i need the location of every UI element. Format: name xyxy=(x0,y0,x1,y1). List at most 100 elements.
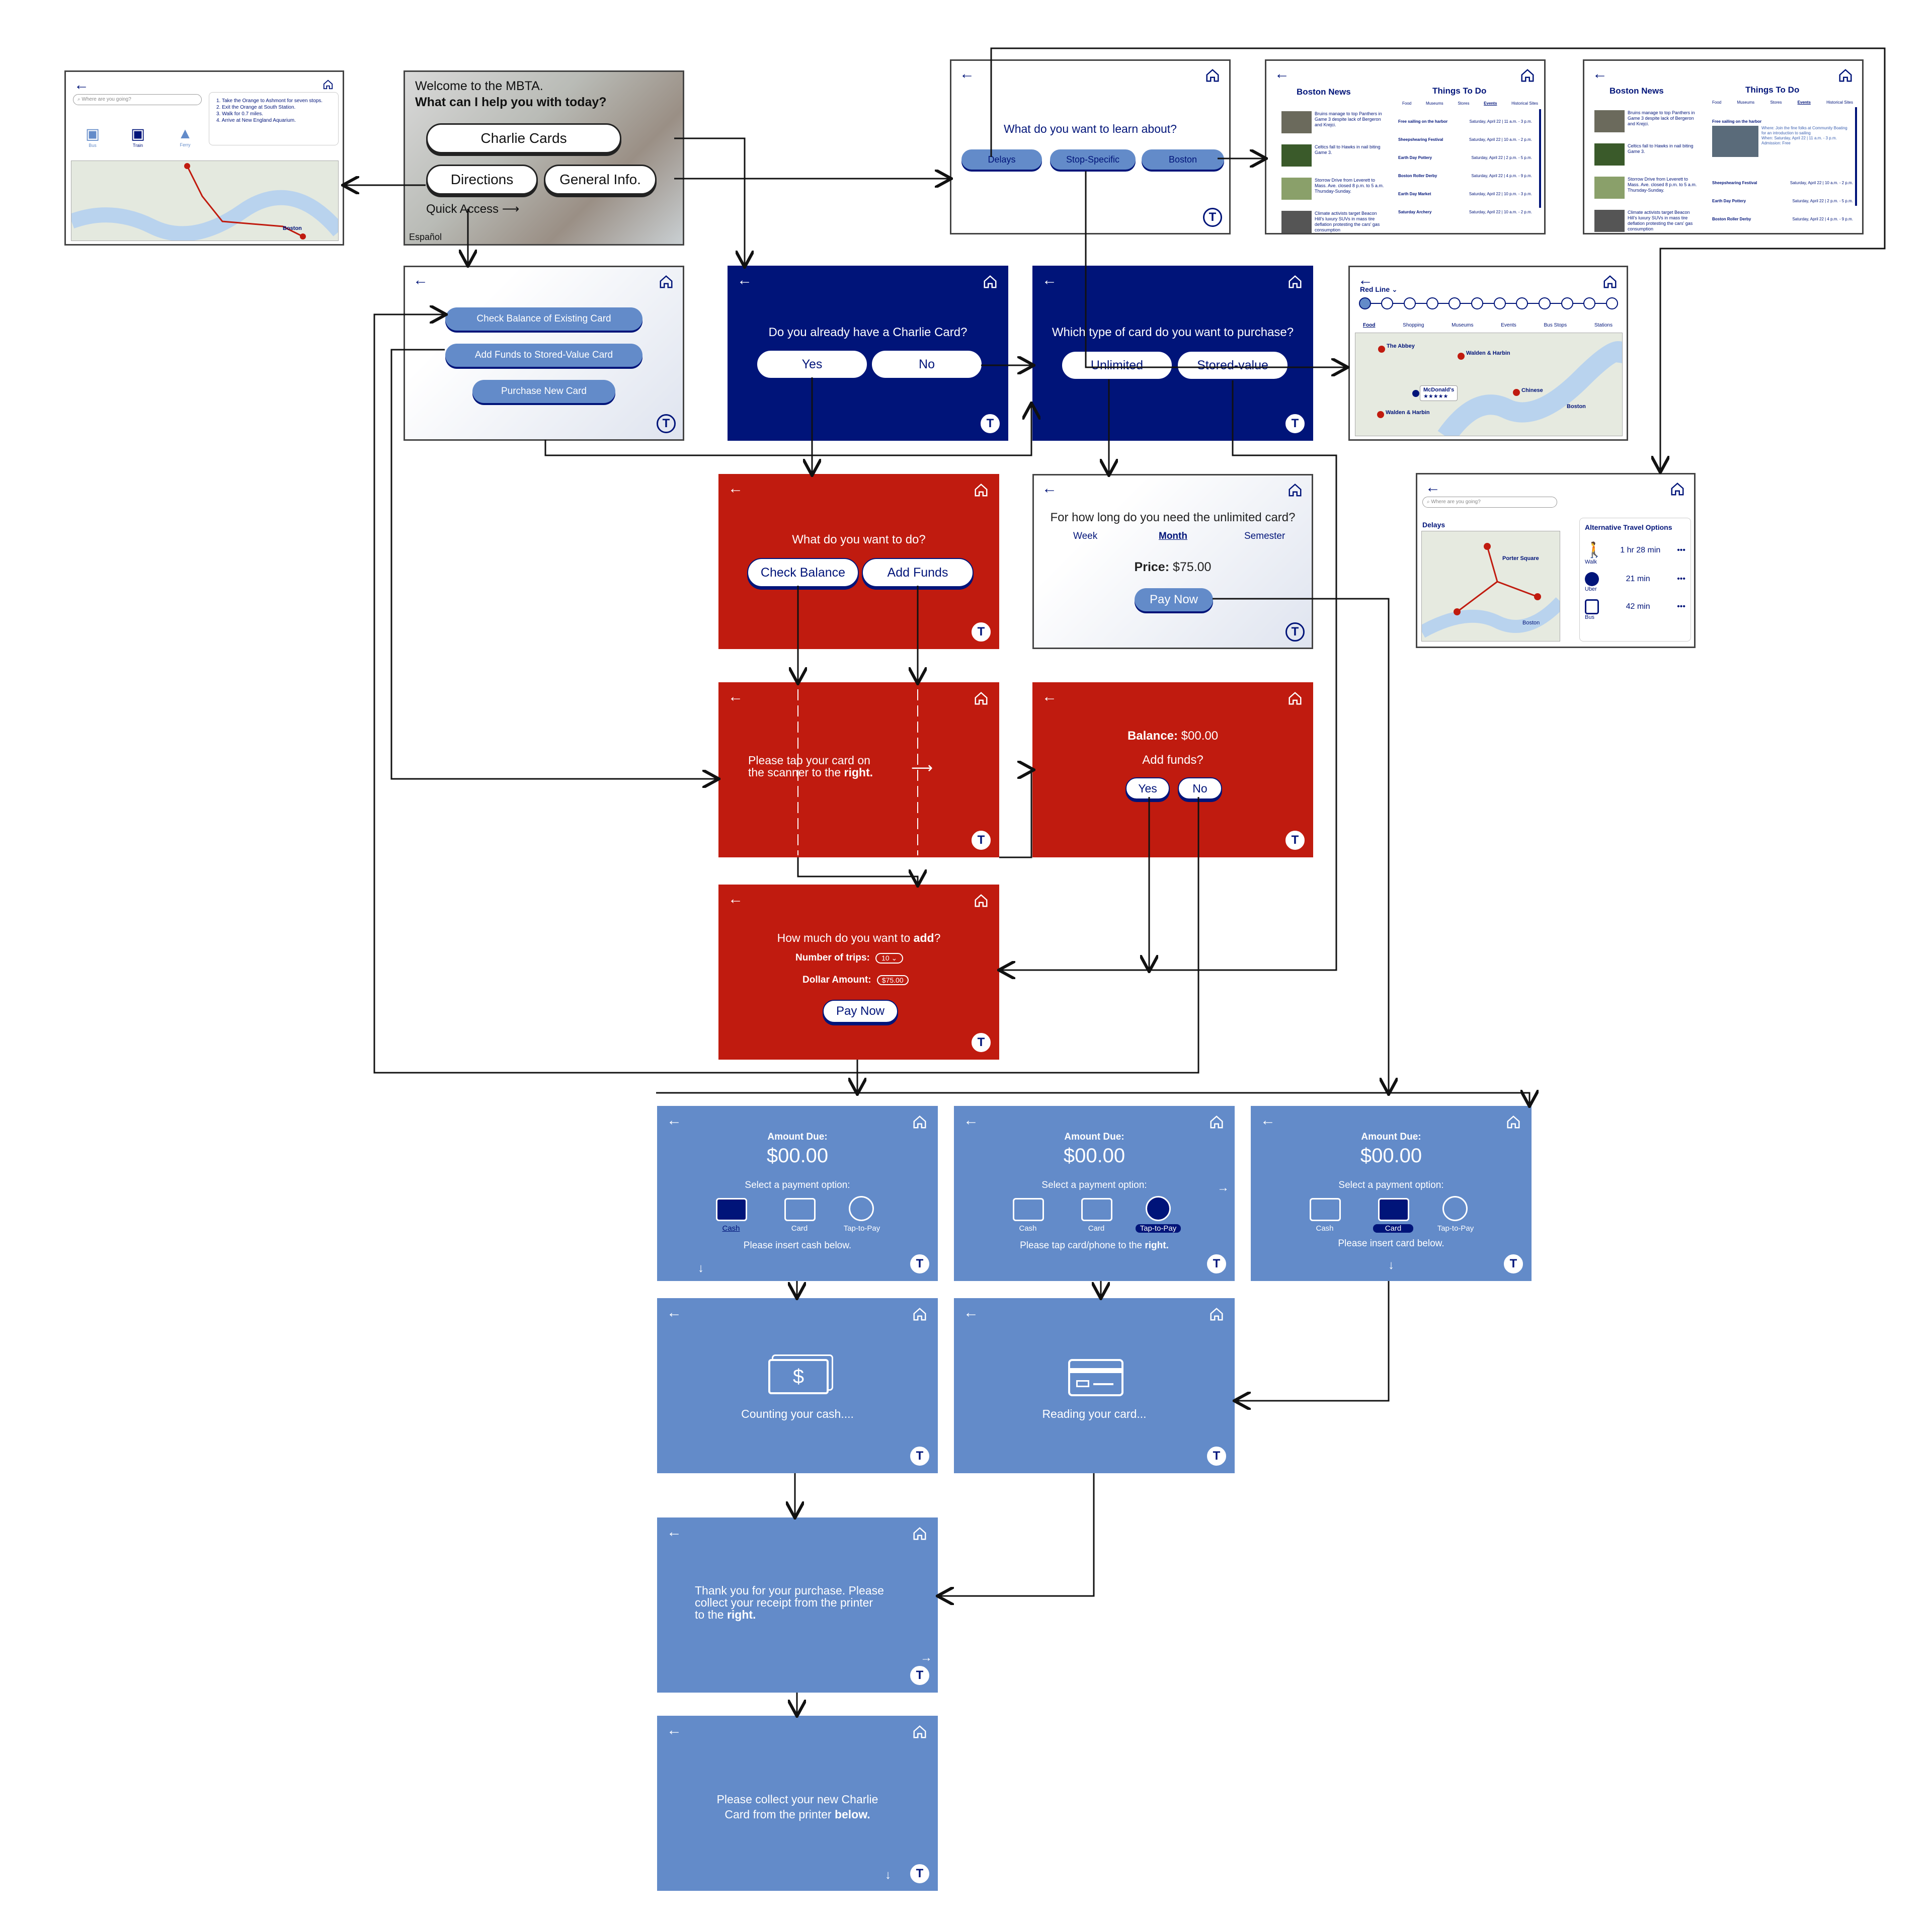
home-icon[interactable] xyxy=(912,1724,927,1739)
back-button[interactable]: ← xyxy=(1274,65,1290,82)
check-balance-button[interactable]: Check Balance xyxy=(747,558,859,587)
card-option[interactable]: Card xyxy=(1088,1224,1105,1233)
option-bus[interactable]: 42 min••• xyxy=(1585,599,1685,614)
news-item[interactable]: Climate activists target Beacon Hill's l… xyxy=(1594,210,1700,233)
home-icon[interactable] xyxy=(912,1526,927,1541)
news-item[interactable]: Climate activists target Beacon Hill's l… xyxy=(1281,211,1387,233)
event-detail[interactable]: Free sailing on the harbor Where: Join t… xyxy=(1712,119,1853,162)
tab-shopping[interactable]: Shopping xyxy=(1403,323,1424,328)
search-input[interactable]: ⌕ Where are you going? xyxy=(73,94,202,105)
semester-option[interactable]: Semester xyxy=(1244,531,1285,541)
home-icon[interactable] xyxy=(1506,1114,1521,1130)
back-button[interactable]: ← xyxy=(667,1722,682,1738)
card-icon[interactable] xyxy=(1081,1198,1112,1221)
back-button[interactable]: ← xyxy=(1042,688,1057,705)
home-icon[interactable] xyxy=(659,274,674,289)
tab-museums[interactable]: Museums xyxy=(1452,323,1474,328)
delays-button[interactable]: Delays xyxy=(961,149,1042,170)
scrollbar[interactable] xyxy=(1539,109,1541,208)
home-icon[interactable] xyxy=(912,1307,927,1322)
pay-now-button[interactable]: Pay Now xyxy=(1135,588,1213,611)
back-button[interactable]: ← xyxy=(1042,272,1057,288)
home-icon[interactable] xyxy=(912,1114,927,1130)
espanol-link[interactable]: Español xyxy=(409,232,442,242)
home-icon[interactable] xyxy=(1287,483,1303,498)
back-button[interactable]: ← xyxy=(1425,479,1440,496)
cash-icon[interactable] xyxy=(1013,1198,1044,1221)
place-popup[interactable]: McDonald's★★★★★ xyxy=(1420,385,1458,401)
tab-museums[interactable]: Museums xyxy=(1737,100,1755,105)
cash-option[interactable]: Cash xyxy=(1019,1224,1037,1233)
purchase-new-card-button[interactable]: Purchase New Card xyxy=(472,380,615,403)
back-button[interactable]: ← xyxy=(728,891,743,907)
charlie-cards-button[interactable]: Charlie Cards xyxy=(426,123,621,153)
add-funds-button[interactable]: Add Funds to Stored-Value Card xyxy=(445,344,642,367)
cash-icon[interactable] xyxy=(716,1198,747,1221)
back-button[interactable]: ← xyxy=(413,272,428,288)
card-option[interactable]: Card xyxy=(791,1224,808,1233)
back-button[interactable]: ← xyxy=(667,1112,682,1129)
stop-specific-button[interactable]: Stop-Specific xyxy=(1050,149,1136,170)
dollar-input[interactable]: $75.00 xyxy=(876,975,909,985)
back-button[interactable]: ← xyxy=(1260,1112,1275,1129)
boston-button[interactable]: Boston xyxy=(1142,149,1224,170)
home-icon[interactable] xyxy=(1287,274,1303,289)
home-icon[interactable] xyxy=(1602,274,1618,289)
home-icon[interactable] xyxy=(1520,68,1535,83)
general-info-button[interactable]: General Info. xyxy=(544,165,657,195)
card-option[interactable]: Card xyxy=(1373,1224,1413,1233)
home-icon[interactable] xyxy=(974,483,989,498)
cash-icon[interactable] xyxy=(1310,1198,1341,1221)
tab-bus-stops[interactable]: Bus Stops xyxy=(1544,323,1567,328)
tab-events[interactable]: Events xyxy=(1797,100,1811,105)
back-button[interactable]: ← xyxy=(728,480,743,497)
ferry-mode-button[interactable]: ▲Ferry xyxy=(178,125,193,147)
more-icon[interactable]: ••• xyxy=(1677,602,1685,611)
yes-button[interactable]: Yes xyxy=(1125,777,1170,800)
unlimited-button[interactable]: Unlimited xyxy=(1061,351,1173,380)
tab-historical[interactable]: Historical Sites xyxy=(1511,101,1538,106)
option-uber[interactable]: 21 min••• xyxy=(1585,572,1685,586)
home-icon[interactable] xyxy=(983,274,998,289)
station-track[interactable] xyxy=(1358,295,1620,311)
tab-stores[interactable]: Stores xyxy=(1458,101,1470,106)
option-walk[interactable]: 🚶1 hr 28 min••• xyxy=(1585,542,1685,558)
back-button[interactable]: ← xyxy=(1042,480,1057,497)
tab-food[interactable]: Food xyxy=(1402,101,1412,106)
add-funds-button[interactable]: Add Funds xyxy=(862,558,974,587)
tab-events[interactable]: Events xyxy=(1501,323,1516,328)
news-item[interactable]: Bruins manage to top Panthers in Game 3 … xyxy=(1281,111,1387,144)
home-icon[interactable] xyxy=(1670,482,1685,497)
more-icon[interactable]: ••• xyxy=(1677,545,1685,554)
no-button[interactable]: No xyxy=(1178,777,1222,800)
directions-button[interactable]: Directions xyxy=(426,165,538,195)
tap-to-pay-option[interactable]: Tap-to-Pay xyxy=(1136,1224,1181,1233)
back-button[interactable]: ← xyxy=(959,65,975,82)
check-balance-button[interactable]: Check Balance of Existing Card xyxy=(445,307,642,331)
home-icon[interactable] xyxy=(974,691,989,706)
train-mode-button[interactable]: ▣Train xyxy=(130,126,145,148)
news-item[interactable]: Bruins manage to top Panthers in Game 3 … xyxy=(1594,110,1700,143)
cash-option[interactable]: Cash xyxy=(722,1224,740,1233)
stored-value-button[interactable]: Stored-value xyxy=(1177,351,1289,380)
line-dropdown[interactable]: Red Line ⌄ xyxy=(1360,285,1398,293)
back-button[interactable]: ← xyxy=(74,76,89,93)
home-icon[interactable] xyxy=(1209,1307,1224,1322)
home-icon[interactable] xyxy=(323,79,334,90)
home-icon[interactable] xyxy=(1205,68,1220,83)
back-button[interactable]: ← xyxy=(963,1112,979,1129)
tap-to-pay-icon[interactable] xyxy=(1442,1196,1468,1221)
home-icon[interactable] xyxy=(1209,1114,1224,1130)
quick-access-link[interactable]: Quick Access ⟶ xyxy=(426,202,520,216)
home-icon[interactable] xyxy=(1287,691,1303,706)
card-icon[interactable] xyxy=(784,1198,816,1221)
month-option[interactable]: Month xyxy=(1159,531,1187,541)
search-input[interactable]: ⌕ Where are you going? xyxy=(1422,497,1557,508)
news-item[interactable]: Celtics fall to Hawks in nail biting Gam… xyxy=(1594,143,1700,177)
back-button[interactable]: ← xyxy=(963,1304,979,1321)
